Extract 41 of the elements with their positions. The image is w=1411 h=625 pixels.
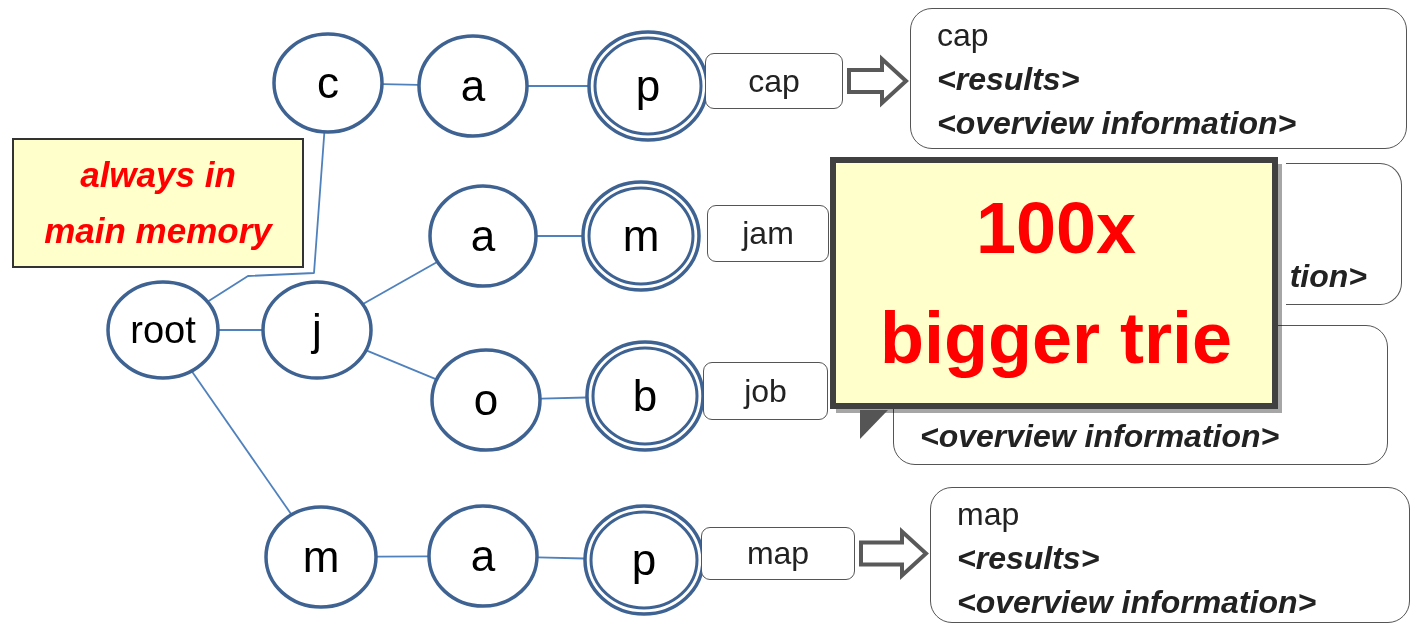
placeholder-text: <overview information> [957,583,1318,622]
block-arrow [847,54,909,108]
result-box [1286,163,1402,305]
node-letter: p [635,64,661,108]
node-letter: o [473,378,499,422]
node-letter: a [460,64,486,108]
word-box: job [703,362,828,420]
node-letter: a [470,214,496,258]
node-letter: a [470,534,496,578]
placeholder-text: <results> [937,60,1081,99]
result-box [910,8,1407,149]
placeholder-text: <results> [957,539,1101,578]
result-box [930,487,1410,623]
tree-edge [527,85,589,87]
node-letter: p [631,538,657,582]
word-box: map [701,527,855,580]
tree-edge [191,370,292,515]
node-letter: m [302,535,340,579]
tree-edge [218,329,263,331]
placeholder-text: <overview information> [920,417,1281,456]
placeholder-text: tion> [1289,257,1367,296]
tree-edge [382,83,419,86]
tree-edge [537,556,585,560]
node-letter: m [622,214,660,258]
tree-edge [362,261,438,305]
word-box: jam [707,205,829,262]
block-arrow [859,526,929,581]
node-letter: root [130,311,196,349]
note-tooltip: always in main memory [12,138,304,268]
tree-edge [540,396,587,400]
word-text: cap [937,16,990,55]
tree-edge [376,555,429,558]
tree-edge [536,235,583,237]
word-text: map [957,495,1021,534]
node-letter: c [317,61,339,105]
tree-edge [207,132,326,303]
tree-edge [365,349,437,381]
placeholder-text: <overview information> [937,104,1298,143]
node-letter: j [312,308,322,352]
node-letter: b [632,374,658,418]
word-box: cap [705,53,843,109]
